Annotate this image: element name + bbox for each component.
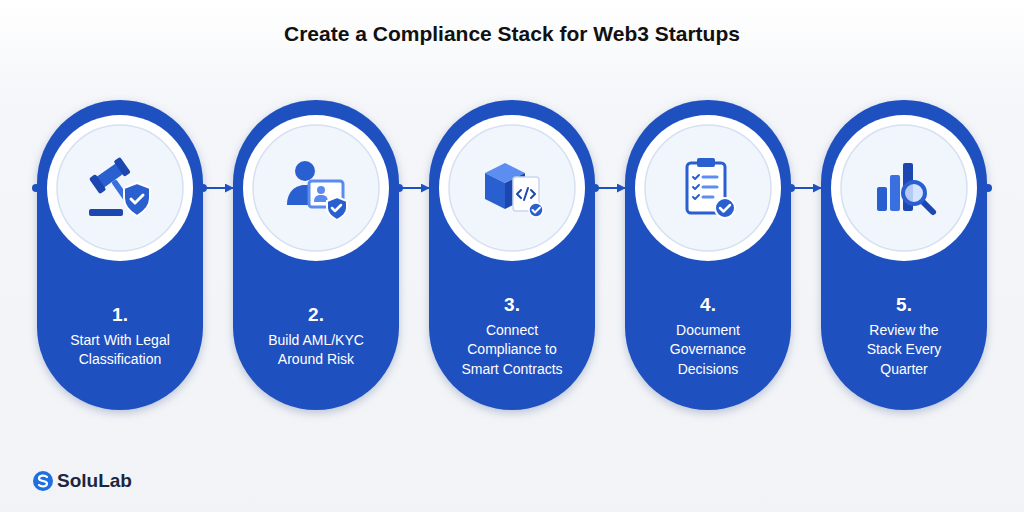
flow-arrow [791, 187, 821, 189]
step-number: 2. [308, 303, 324, 328]
icon-disk [57, 125, 183, 251]
clipboard-icon [673, 153, 743, 223]
kyc-icon [281, 153, 351, 223]
logo-mark [33, 471, 53, 491]
step-label: Start With Legal Classification [67, 331, 173, 370]
review-icon [869, 153, 939, 223]
step-number: 4. [700, 293, 716, 318]
step-box: 3. Connect Compliance to Smart Contracts [429, 100, 595, 410]
flow-arrow [595, 187, 625, 189]
contract-icon [477, 153, 547, 223]
pill-body [37, 100, 203, 410]
step-box: 1. Start With Legal Classification [37, 100, 203, 410]
pill-body [821, 100, 987, 410]
pill-body [625, 100, 791, 410]
diagram-title: Create a Compliance Stack for Web3 Start… [0, 22, 1024, 46]
icon-disk [449, 125, 575, 251]
step-box: 2. Build AML/KYC Around Risk [233, 100, 399, 410]
gavel-icon [85, 153, 155, 223]
logo-text: SoluLab [57, 470, 132, 492]
step-label: Build AML/KYC Around Risk [263, 331, 369, 370]
icon-disk [841, 125, 967, 251]
flow-arrow [203, 187, 233, 189]
step-number: 1. [112, 303, 128, 328]
step-text-area: 1. Start With Legal Classification [37, 286, 203, 386]
step-text-area: 2. Build AML/KYC Around Risk [233, 286, 399, 386]
icon-disk [253, 125, 379, 251]
pill-body [429, 100, 595, 410]
icon-disk [645, 125, 771, 251]
step-text-area: 4. Document Governance Decisions [625, 286, 791, 386]
pill-ring [635, 115, 781, 261]
pill-ring [439, 115, 585, 261]
step-box: 5. Review the Stack Every Quarter [821, 100, 987, 410]
step-text-area: 5. Review the Stack Every Quarter [821, 286, 987, 386]
step-box: 4. Document Governance Decisions [625, 100, 791, 410]
pill-ring [243, 115, 389, 261]
pill-body [233, 100, 399, 410]
step-text-area: 3. Connect Compliance to Smart Contracts [429, 286, 595, 386]
pill-ring [47, 115, 193, 261]
step-label: Document Governance Decisions [655, 321, 761, 379]
step-number: 5. [896, 293, 912, 318]
step-label: Review the Stack Every Quarter [851, 321, 957, 379]
step-number: 3. [504, 293, 520, 318]
flow-arrow [399, 187, 429, 189]
step-label: Connect Compliance to Smart Contracts [459, 321, 565, 379]
pill-ring [831, 115, 977, 261]
